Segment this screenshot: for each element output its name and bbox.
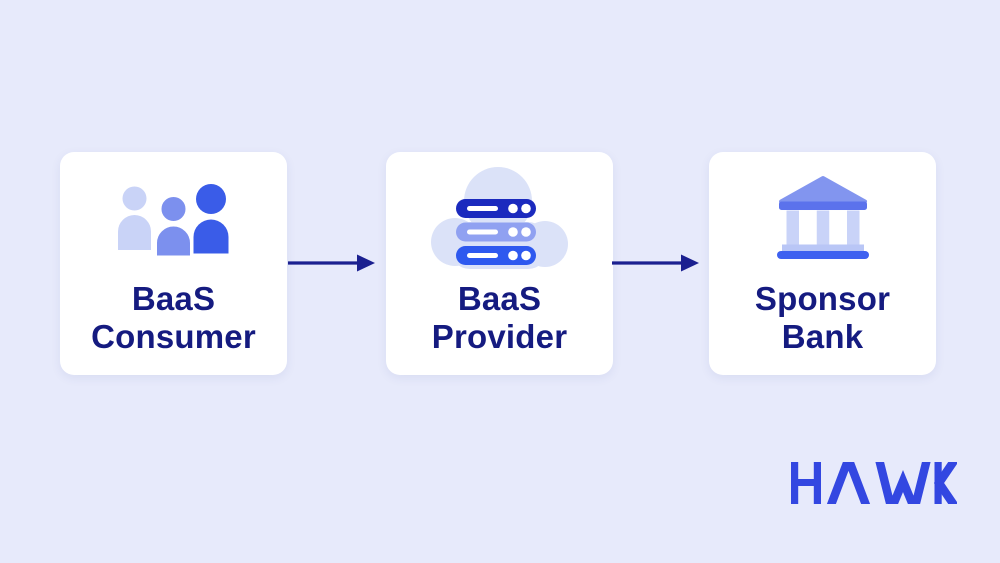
node-baas-provider: BaaS Provider (386, 152, 613, 375)
node-label-line2: Provider (431, 318, 568, 355)
node-label-baas-provider: BaaS Provider (386, 280, 613, 356)
hawk-logo-letter-h (791, 462, 821, 504)
hawk-logo-letters-aw (826, 462, 931, 504)
node-label-baas-consumer: BaaS Consumer (60, 280, 287, 356)
bank-icon (776, 176, 869, 259)
node-label-line2: Bank (781, 318, 864, 355)
hawk-logo (791, 462, 957, 504)
hawk-logo-letter-k (933, 462, 957, 504)
node-label-line1: BaaS (131, 280, 216, 317)
node-baas-consumer: BaaS Consumer (60, 152, 287, 375)
node-label-line1: Sponsor (754, 280, 891, 317)
node-label-line1: BaaS (457, 280, 542, 317)
node-label-line2: Consumer (91, 318, 256, 355)
flow-arrow-consumer-to-provider (288, 254, 375, 272)
node-label-sponsor-bank: Sponsor Bank (709, 280, 936, 356)
cloud-servers-icon (430, 167, 568, 269)
node-sponsor-bank: Sponsor Bank (709, 152, 936, 375)
flow-arrow-provider-to-bank (612, 254, 699, 272)
people-icon (117, 184, 228, 259)
